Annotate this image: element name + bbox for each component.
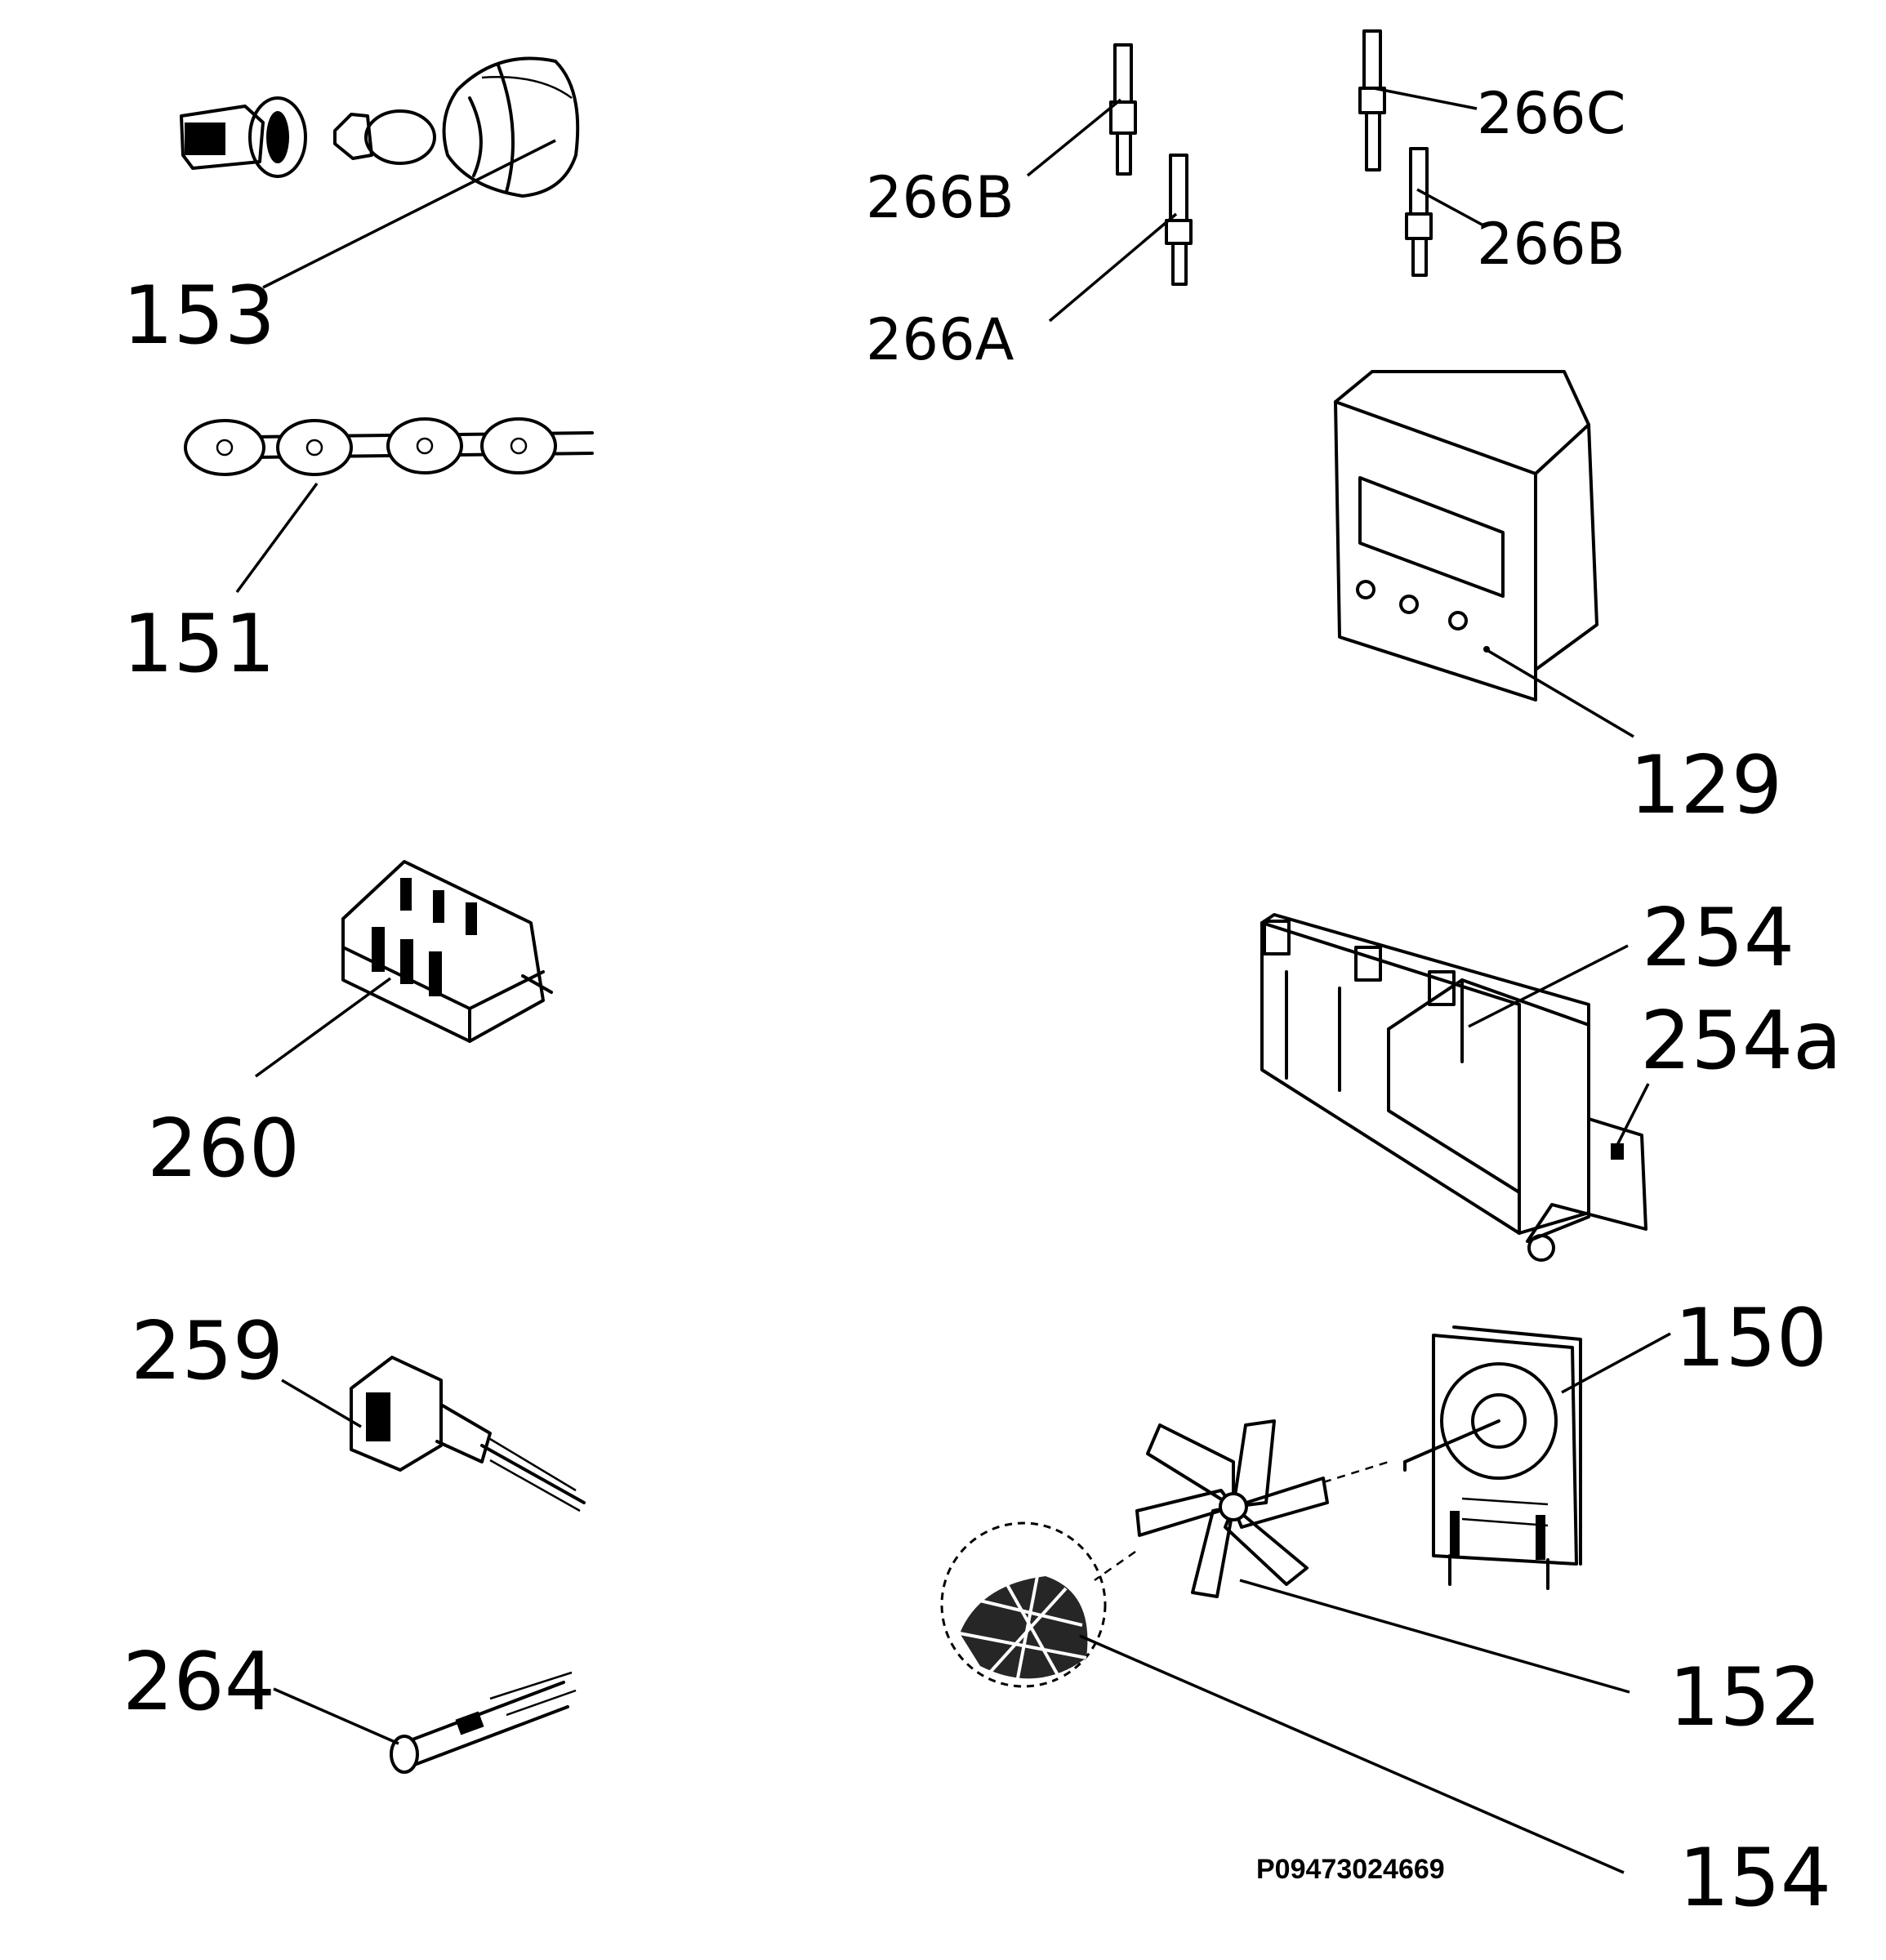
leader-264 [273, 1687, 399, 1745]
part-266c-electrode [1358, 29, 1386, 172]
part-153-oven-lamp [180, 56, 580, 198]
callout-152: 152 [1669, 1651, 1821, 1744]
leader-260 [254, 977, 392, 1078]
leader-lines [235, 87, 1671, 1874]
leader-266c [1373, 87, 1478, 110]
callout-150: 150 [1674, 1292, 1827, 1385]
leader-153 [262, 139, 556, 289]
callout-260: 260 [147, 1102, 300, 1196]
leader-152 [1239, 1579, 1630, 1694]
callout-266b-left: 266B [866, 164, 1014, 231]
part-266b-right-electrode [1405, 147, 1433, 277]
callout-labels: 153 151 260 259 264 266B 266A 266C 266B … [123, 80, 1842, 1925]
callout-266b-right: 266B [1477, 211, 1625, 278]
callout-254: 254 [1642, 892, 1795, 985]
callout-153: 153 [123, 270, 275, 363]
leader-266b-right [1416, 188, 1486, 228]
leader-150 [1561, 1332, 1671, 1394]
part-254-spark-generator [1260, 913, 1647, 1262]
callout-129: 129 [1630, 739, 1782, 832]
part-150-fan-motor [1403, 1325, 1582, 1590]
part-151-gasket [184, 417, 594, 476]
leader-266b-left [1026, 98, 1122, 177]
leader-259 [281, 1379, 362, 1428]
part-152-fan-blade [1094, 1419, 1389, 1598]
part-259-thermostat [350, 1356, 586, 1512]
part-264-lead [390, 1671, 577, 1774]
callout-151: 151 [123, 598, 275, 691]
leader-266a [1048, 212, 1178, 323]
part-129-timer [1334, 370, 1598, 702]
leader-154 [1079, 1634, 1625, 1874]
callout-266c: 266C [1477, 80, 1626, 147]
leader-254 [1468, 944, 1629, 1028]
leader-254a [1616, 1083, 1650, 1146]
callout-254a: 254a [1640, 995, 1842, 1088]
leader-151 [235, 482, 319, 594]
leader-129 [1487, 649, 1634, 738]
reference-code: P09473024669 [1256, 1854, 1445, 1885]
part-266a-electrode [1165, 154, 1193, 286]
callout-264: 264 [123, 1636, 275, 1729]
part-260-selector-switch [341, 860, 553, 1043]
part-266b-left-electrode [1109, 43, 1137, 176]
callout-259: 259 [131, 1305, 283, 1398]
part-154-fan-filter [940, 1521, 1107, 1688]
callout-154: 154 [1679, 1832, 1831, 1925]
callout-266a: 266A [866, 306, 1014, 373]
